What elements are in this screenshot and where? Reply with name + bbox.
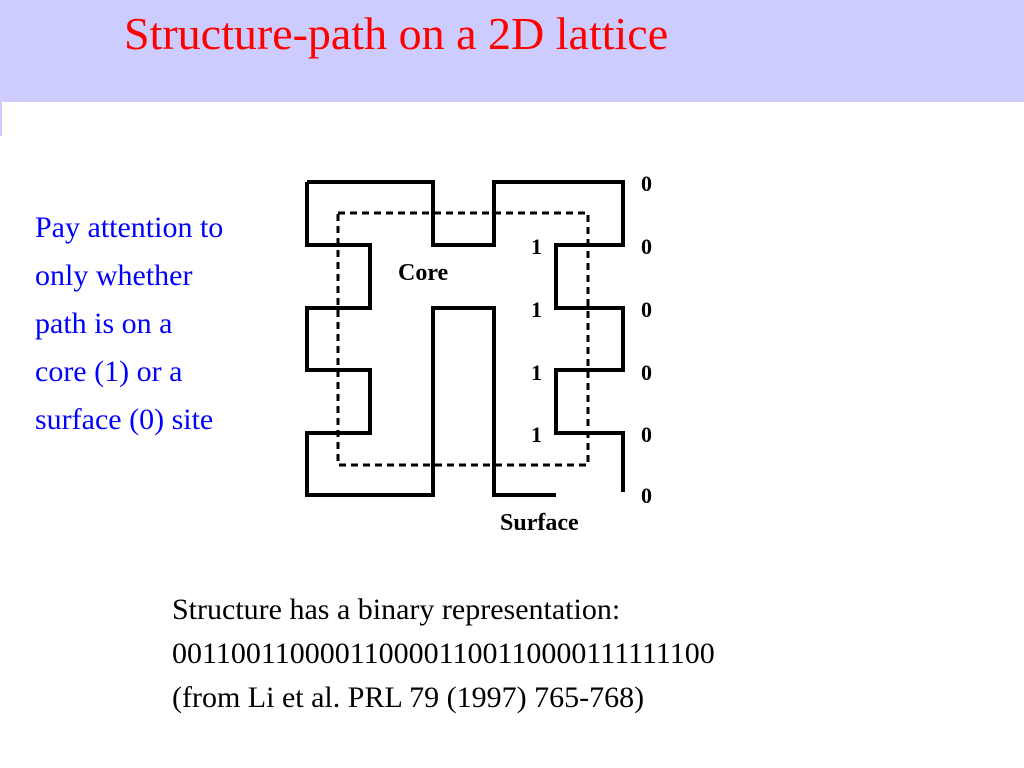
explanation-note: Pay attention to only whether path is on… bbox=[35, 204, 305, 444]
surface-site-value: 0 bbox=[641, 171, 652, 196]
surface-site-value: 0 bbox=[641, 360, 652, 385]
surface-site-value: 0 bbox=[641, 297, 652, 322]
core-site-value: 1 bbox=[531, 297, 542, 322]
slide-title: Structure-path on a 2D lattice bbox=[124, 8, 669, 59]
core-label: Core bbox=[398, 260, 449, 286]
core-site-value: 1 bbox=[531, 360, 542, 385]
core-site-value: 1 bbox=[531, 422, 542, 447]
binary-string: 0011001100001100001100110000111111100 bbox=[172, 637, 715, 670]
title-bar bbox=[0, 0, 1024, 102]
chain-path-left bbox=[307, 180, 625, 492]
note-line: core (1) or a bbox=[35, 355, 183, 388]
note-line: Pay attention to bbox=[35, 211, 224, 244]
caption-line: Structure has a binary representation: bbox=[172, 593, 621, 626]
core-boundary bbox=[336, 211, 590, 467]
citation: (from Li et al. PRL 79 (1997) 765-768) bbox=[172, 681, 645, 714]
surface-site-value: 0 bbox=[641, 234, 652, 259]
lattice-path-diagram: Core Surface 1 1 1 1 0 0 0 0 0 0 bbox=[305, 171, 652, 536]
surface-site-value: 0 bbox=[641, 483, 652, 508]
note-line: only whether bbox=[35, 259, 193, 292]
core-site-value: 1 bbox=[531, 234, 542, 259]
title-bar-edge bbox=[0, 102, 2, 136]
binary-caption: Structure has a binary representation: 0… bbox=[172, 588, 715, 720]
chain-path-right bbox=[305, 182, 556, 497]
surface-label: Surface bbox=[500, 510, 579, 536]
surface-site-value: 0 bbox=[641, 422, 652, 447]
note-line: path is on a bbox=[35, 307, 173, 340]
note-line: surface (0) site bbox=[35, 403, 214, 436]
